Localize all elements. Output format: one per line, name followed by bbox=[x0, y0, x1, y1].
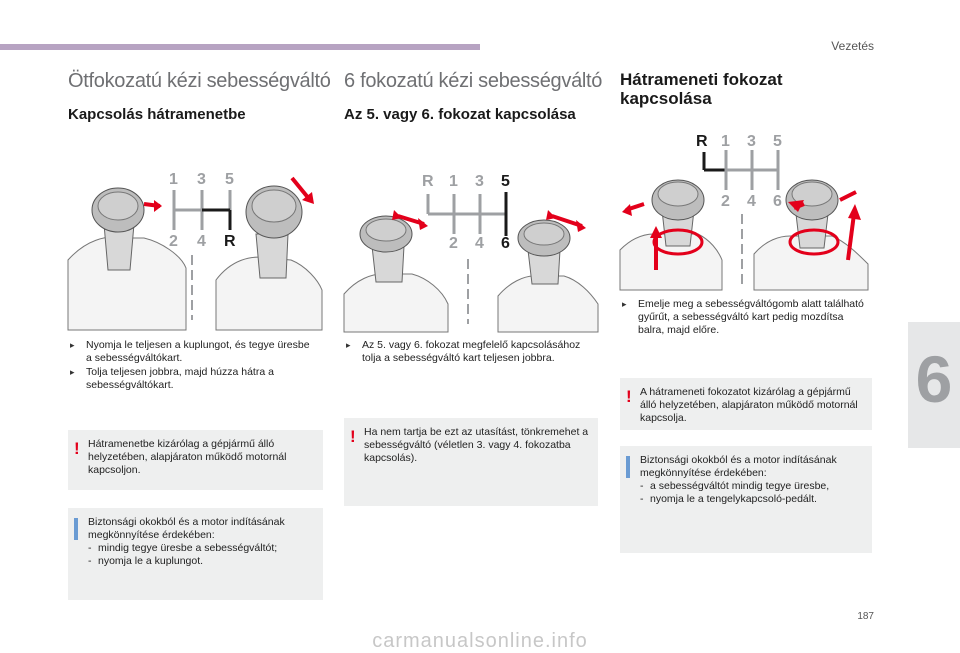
gear-label: 2 bbox=[169, 233, 178, 250]
gear-label: 1 bbox=[449, 173, 458, 190]
gear-label: 2 bbox=[449, 235, 458, 252]
gear-label: 6 bbox=[773, 193, 782, 210]
gear-lever-left-illustration bbox=[619, 179, 723, 291]
gear-label: 1 bbox=[169, 171, 178, 188]
chapter-tab[interactable] bbox=[908, 322, 960, 448]
instructions-list-col1: ▸Nyomja le teljesen a kuplungot, és tegy… bbox=[68, 339, 318, 393]
gear-label: 2 bbox=[721, 193, 730, 210]
gear-label-active: 6 bbox=[501, 235, 510, 252]
exclamation-icon: ! bbox=[74, 439, 80, 458]
chapter-tab-number: 6 bbox=[915, 342, 953, 416]
gear-lever-right-illustration bbox=[497, 210, 599, 333]
gear-pattern-five-speed: 1 3 5 2 4 R bbox=[169, 171, 236, 320]
bullet-marker-icon: ▸ bbox=[70, 340, 75, 350]
section-title-five-speed: Ötfokozatú kézi sebességváltó bbox=[68, 70, 331, 92]
list-item: ▸Az 5. vagy 6. fokozat megfelelő kapcsol… bbox=[346, 339, 581, 364]
chapter-title: Vezetés bbox=[831, 39, 874, 53]
exclamation-icon: ! bbox=[626, 387, 632, 406]
info-box-col1: Biztonsági okokból és a motor indításána… bbox=[68, 508, 323, 600]
gear-label: 5 bbox=[225, 171, 234, 188]
gear-label: 4 bbox=[747, 193, 756, 210]
gear-label: 4 bbox=[475, 235, 484, 252]
watermark-text: carmanualsonline.info bbox=[372, 630, 588, 652]
list-item: -nyomja le a tengelykapcsoló-pedált. bbox=[640, 493, 817, 505]
gear-lever-left-illustration bbox=[343, 210, 449, 333]
subheading-fifth-sixth: Az 5. vagy 6. fokozat kapcsolása bbox=[344, 106, 576, 123]
gear-label: 4 bbox=[197, 233, 206, 250]
gear-label-active: R bbox=[224, 233, 236, 250]
gear-label: 5 bbox=[773, 133, 782, 150]
gear-label: 3 bbox=[747, 133, 756, 150]
gear-label: 3 bbox=[475, 173, 484, 190]
instructions-list-col2: ▸Az 5. vagy 6. fokozat megfelelő kapcsol… bbox=[344, 339, 594, 366]
list-item: ▸Tolja teljesen jobbra, majd húzza hátra… bbox=[70, 366, 274, 391]
bullet-marker-icon: ▸ bbox=[346, 340, 351, 350]
gear-lever-right-illustration bbox=[753, 179, 869, 291]
info-icon bbox=[74, 518, 78, 540]
illustration-six-speed-shift: R 1 3 5 2 4 6 bbox=[343, 173, 599, 333]
gear-label: 1 bbox=[721, 133, 730, 150]
instructions-list-col3: ▸Emelje meg a sebességváltógomb alatt ta… bbox=[620, 298, 870, 338]
gear-label: R bbox=[422, 173, 434, 190]
gear-pattern-reverse: R 1 3 5 2 4 6 bbox=[696, 133, 782, 286]
list-item: -mindig tegye üresbe a sebességváltót; bbox=[88, 542, 278, 554]
list-item: -a sebességváltót mindig tegye üresbe, bbox=[640, 480, 830, 492]
info-icon bbox=[626, 456, 630, 478]
subheading-reverse: Kapcsolás hátramenetbe bbox=[68, 106, 246, 123]
illustration-reverse-engage: R 1 3 5 2 4 6 bbox=[619, 133, 869, 291]
warning-box-col3: ! A hátrameneti fokozatot kizárólag a gé… bbox=[620, 378, 872, 430]
info-box-col3: Biztonsági okokból és a motor indításána… bbox=[620, 446, 872, 553]
warning-box-col1: ! Hátramenetbe kizárólag a gépjármű álló… bbox=[68, 430, 323, 490]
header-accent-bar bbox=[0, 44, 480, 50]
illustration-five-speed-reverse: 1 3 5 2 4 R bbox=[67, 171, 323, 331]
gear-label-active: R bbox=[696, 133, 708, 150]
list-item: ▸Emelje meg a sebességváltógomb alatt ta… bbox=[622, 298, 864, 336]
warning-box-col2: ! Ha nem tartja be ezt az utasítást, tön… bbox=[344, 418, 598, 506]
section-title-six-speed: 6 fokozatú kézi sebességváltó bbox=[344, 70, 603, 92]
bullet-marker-icon: ▸ bbox=[70, 367, 75, 377]
list-item: ▸Nyomja le teljesen a kuplungot, és tegy… bbox=[70, 339, 310, 364]
gear-label: 3 bbox=[197, 171, 206, 188]
page-number: 187 bbox=[857, 611, 874, 622]
gear-lever-right-illustration bbox=[215, 176, 323, 331]
list-item: -nyomja le a kuplungot. bbox=[88, 555, 204, 567]
bullet-marker-icon: ▸ bbox=[622, 299, 627, 309]
heading-reverse-gear: Hátrameneti fokozat kapcsolása bbox=[620, 70, 783, 108]
gear-label-active: 5 bbox=[501, 173, 510, 190]
gear-pattern-six-speed: R 1 3 5 2 4 6 bbox=[422, 173, 510, 324]
gear-lever-left-illustration bbox=[67, 187, 187, 331]
exclamation-icon: ! bbox=[350, 427, 356, 446]
